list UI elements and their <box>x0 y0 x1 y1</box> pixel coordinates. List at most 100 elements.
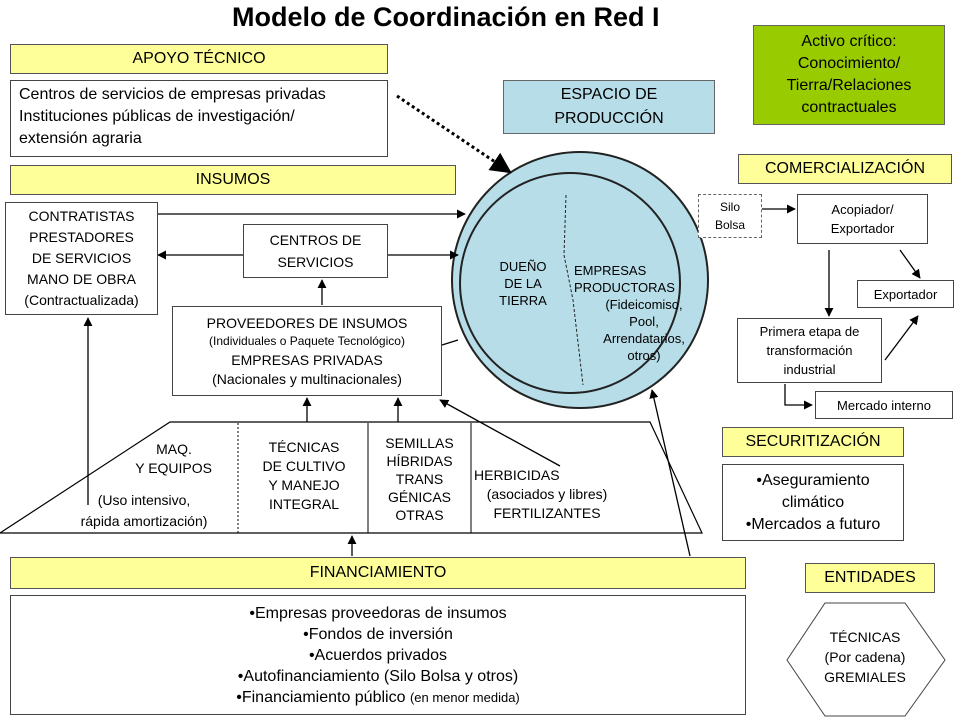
empresas-line-4: Pool, <box>629 314 659 329</box>
activo-line-2: Conocimiento/ <box>797 55 901 72</box>
financiamiento-line-1: •Empresas proveedoras de insumos <box>249 604 507 622</box>
herbicidas-line-3: FERTILIZANTES <box>493 505 601 521</box>
espacio-produccion-box: ESPACIO DE PRODUCCIÓN <box>503 80 715 134</box>
apoyo-line-3: extensión agraria <box>19 130 142 147</box>
comercializacion-header: COMERCIALIZACIÓN <box>738 154 952 184</box>
financiamiento-line-3: •Acuerdos privados <box>308 646 448 664</box>
financiamiento-box: •Empresas proveedoras de insumos •Fondos… <box>10 595 746 715</box>
entidades-line-3: GREMIALES <box>824 669 906 685</box>
herbicidas-line-1: HERBICIDAS <box>474 467 560 483</box>
contratistas-line-1: CONTRATISTAS <box>28 208 135 224</box>
contratistas-line-5: (Contractualizada) <box>24 292 139 308</box>
semillas-label: SEMILLAS HÍBRIDAS TRANS GÉNICAS OTRAS <box>368 434 471 524</box>
empresas-line-2: PRODUCTORAS <box>574 280 675 295</box>
maq-line-2: Y EQUIPOS <box>135 460 212 476</box>
securitizacion-box: •Aseguramiento climático •Mercados a fut… <box>722 464 904 541</box>
activo-line-3: Tierra/Relaciones <box>786 77 912 94</box>
primera-to-exportador-arrow <box>884 315 919 361</box>
entidades-label: TÉCNICAS (Por cadena) GREMIALES <box>800 627 930 687</box>
entidades-line-1: TÉCNICAS <box>829 629 901 645</box>
securitizacion-header: SECURITIZACIÓN <box>722 427 904 457</box>
entidades-header: ENTIDADES <box>805 563 935 593</box>
centros-line-2: SERVICIOS <box>277 254 354 270</box>
inputs-triangle <box>0 421 703 534</box>
proveedores-line-1: PROVEEDORES DE INSUMOS <box>206 314 408 331</box>
tecnicas-label: TÉCNICAS DE CULTIVO Y MANEJO INTEGRAL <box>240 438 368 514</box>
primera-to-mercado-arrow <box>784 384 813 410</box>
contratistas-line-3: DE SERVICIOS <box>31 250 132 266</box>
silo-line-2: Bolsa <box>714 218 746 232</box>
financiamiento-header: FINANCIAMIENTO <box>10 557 746 589</box>
dueno-line-1: DUEÑO <box>499 259 547 274</box>
dueno-label: DUEÑO DE LA TIERRA <box>485 258 561 309</box>
proveedores-box: PROVEEDORES DE INSUMOS (Individuales o P… <box>172 306 442 396</box>
entidades-hexagon <box>786 602 946 717</box>
tecnicas-line-3: Y MANEJO <box>268 477 340 493</box>
empresas-line-5: Arrendatarios, <box>603 331 685 346</box>
contratistas-box: CONTRATISTAS PRESTADORES DE SERVICIOS MA… <box>5 202 158 315</box>
financiamiento-line-4: •Autofinanciamiento (Silo Bolsa y otros) <box>237 667 519 685</box>
silo-bolsa-box: Silo Bolsa <box>698 194 762 238</box>
maq-sub-label: (Uso intensivo, rápida amortización) <box>54 490 234 532</box>
tecnicas-line-1: TÉCNICAS <box>268 439 340 455</box>
activo-line-1: Activo crítico: <box>801 33 897 50</box>
empresas-line-3: (Fideicomiso, <box>605 297 683 312</box>
espacio-line-1: ESPACIO DE <box>560 86 658 103</box>
herbicidas-up-arrow <box>439 399 561 467</box>
primera-etapa-box: Primera etapa de transformación industri… <box>737 318 882 383</box>
contratistas-line-2: PRESTADORES <box>29 229 134 245</box>
securitizacion-line-2: climático <box>781 493 845 511</box>
entidades-line-2: (Por cadena) <box>824 649 906 665</box>
production-inner-circle <box>459 172 681 394</box>
proveedores-line-2: (Individuales o Paquete Tecnológico) <box>209 333 405 348</box>
empresas-line-6: otros) <box>627 348 661 363</box>
herbicidas-line-2: (asociados y libres) <box>486 486 608 502</box>
apoyo-tecnico-header: APOYO TÉCNICO <box>10 44 388 74</box>
primera-line-3: industrial <box>783 362 836 377</box>
mercado-interno-box: Mercado interno <box>815 391 953 419</box>
acopiador-to-exportador-arrow <box>899 249 921 279</box>
semillas-line-5: OTRAS <box>395 507 444 523</box>
financiamiento-line-2: •Fondos de inversión <box>303 625 453 643</box>
financiamiento-line-5: •Financiamiento público (en menor medida… <box>236 687 520 708</box>
proveedores-line-3: EMPRESAS PRIVADAS <box>231 351 383 368</box>
maq-label: MAQ. Y EQUIPOS <box>124 440 224 478</box>
empresas-label: EMPRESAS PRODUCTORAS (Fideicomiso, Pool,… <box>573 262 701 364</box>
contratistas-line-4: MANO DE OBRA <box>27 271 136 287</box>
espacio-line-2: PRODUCCIÓN <box>554 110 664 127</box>
semillas-line-4: GÉNICAS <box>387 489 451 505</box>
maq-line-1: MAQ. <box>156 441 192 457</box>
acopiador-line-1: Acopiador/ <box>831 202 894 217</box>
apoyo-arrow <box>396 94 512 174</box>
maq-line-4: rápida amortización) <box>80 513 208 529</box>
semillas-line-1: SEMILLAS <box>385 435 454 451</box>
dueno-line-2: DE LA <box>504 276 542 291</box>
centros-line-1: CENTROS DE <box>269 232 362 248</box>
production-circle <box>451 151 709 409</box>
silo-line-1: Silo <box>719 200 740 214</box>
tecnicas-line-2: DE CULTIVO <box>262 458 346 474</box>
acopiador-box: Acopiador/ Exportador <box>797 194 928 244</box>
page-title: Modelo de Coordinación en Red I <box>232 2 660 32</box>
apoyo-line-1: Centros de servicios de empresas privada… <box>19 86 326 103</box>
empresas-line-1: EMPRESAS <box>574 263 647 278</box>
semillas-line-3: TRANS <box>395 471 444 487</box>
activo-line-4: contractuales <box>801 99 897 116</box>
securitizacion-line-1: •Aseguramiento <box>756 471 870 489</box>
financiamiento-line-5-small: (en menor medida) <box>409 689 520 705</box>
proveedores-line-4: (Nacionales y multinacionales) <box>212 370 402 387</box>
centros-servicios-box: CENTROS DE SERVICIOS <box>243 224 388 278</box>
financiamiento-line-5-main: •Financiamiento público <box>236 688 410 706</box>
apoyo-tecnico-box: Centros de servicios de empresas privada… <box>10 80 388 157</box>
primera-line-2: transformación <box>766 343 853 358</box>
securitizacion-line-3: •Mercados a futuro <box>745 515 881 533</box>
herbicidas-label: HERBICIDAS (asociados y libres) FERTILIZ… <box>472 466 622 523</box>
exportador-box: Exportador <box>857 280 954 308</box>
tecnicas-line-4: INTEGRAL <box>268 496 339 512</box>
activo-critico-box: Activo crítico: Conocimiento/ Tierra/Rel… <box>753 25 945 125</box>
circle-divider <box>563 194 584 386</box>
financiamiento-to-circle-arrow <box>649 389 691 557</box>
maq-line-3: (Uso intensivo, <box>97 492 191 508</box>
dueno-line-3: TIERRA <box>499 293 547 308</box>
